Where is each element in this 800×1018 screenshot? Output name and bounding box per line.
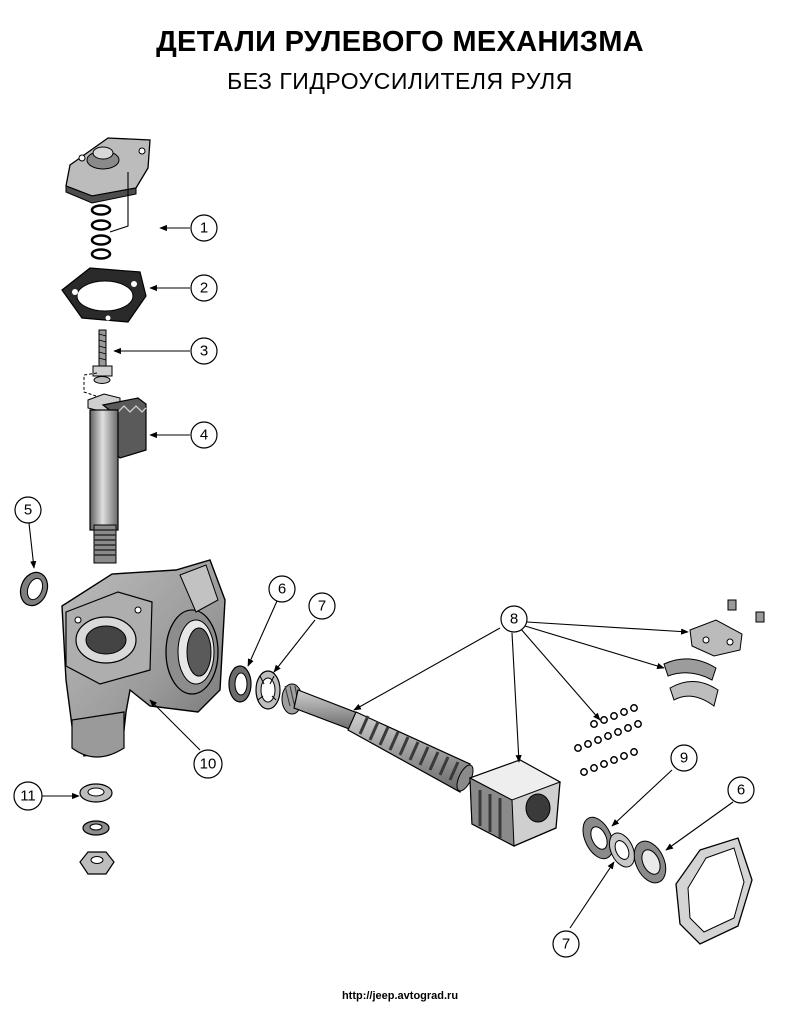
leader-5: [28, 522, 37, 569]
sector-shaft-part: [87, 393, 147, 564]
callout-8: 8: [500, 605, 528, 633]
gear-housing-part: [61, 559, 226, 758]
callout-1-label: 1: [200, 220, 208, 237]
leader-lines: [28, 224, 734, 929]
leader-7-right: [569, 861, 615, 929]
callout-6-right: 6: [727, 776, 755, 804]
bearing-cup-right-part: [582, 816, 614, 860]
side-cover-part: [65, 137, 151, 233]
callout-7-left-label: 7: [318, 598, 326, 615]
leader-8-clamp: [526, 621, 689, 635]
callout-1: 1: [190, 214, 218, 242]
page-title: ДЕТАЛИ РУЛЕВОГО МЕХАНИЗМА: [156, 26, 644, 58]
callout-7-left: 7: [308, 592, 336, 620]
recirculating-balls-part: [574, 704, 642, 776]
callout-7-right-label: 7: [562, 936, 570, 953]
leader-10: [149, 699, 201, 751]
leader-9: [611, 769, 673, 827]
callout-11: 11: [13, 781, 43, 811]
callout-5: 5: [14, 496, 42, 524]
callout-2-label: 2: [200, 280, 208, 297]
callout-11-label: 11: [20, 788, 36, 805]
adjusting-screw-part: [83, 329, 113, 397]
leader-7-left: [273, 619, 316, 673]
callout-9: 9: [670, 744, 698, 772]
leader-6-right: [665, 801, 734, 851]
callout-4-label: 4: [200, 427, 208, 444]
callout-3: 3: [190, 337, 218, 365]
adjuster-plug-locknut-part: [675, 837, 753, 945]
worm-seal-right-part: [633, 840, 667, 884]
worm-shaft-part: [281, 683, 474, 793]
callout-8-label: 8: [510, 611, 518, 628]
worm-bearing-left-part: [255, 670, 281, 710]
callout-6-right-label: 6: [737, 782, 745, 799]
adjuster-washers-part: [90, 204, 112, 260]
pitman-washer-part: [79, 783, 113, 803]
callout-10: 10: [193, 749, 223, 779]
worm-seal-left-part: [228, 665, 252, 703]
leader-8-balls: [519, 627, 601, 721]
callout-6-left-label: 6: [278, 581, 286, 598]
callout-7-right: 7: [552, 930, 580, 958]
callout-9-label: 9: [680, 750, 688, 767]
callout-5-label: 5: [24, 502, 32, 519]
ball-guide-clamp-part: [689, 599, 765, 657]
pitman-lock-washer-part: [82, 820, 110, 836]
callout-2: 2: [190, 274, 218, 302]
leader-8-nut: [511, 632, 522, 763]
shaft-seal-part: [19, 571, 49, 607]
pitman-nut-part: [79, 851, 115, 875]
ball-nut-part: [468, 759, 562, 847]
callout-6-left: 6: [268, 575, 296, 603]
page-subtitle: БЕЗ ГИДРОУСИЛИТЕЛЯ РУЛЯ: [227, 68, 573, 94]
bearing-right-part: [608, 832, 636, 868]
leader-6-left: [247, 600, 278, 667]
callout-4: 4: [190, 421, 218, 449]
callout-10-label: 10: [200, 756, 217, 773]
leader-8-guides: [524, 625, 665, 669]
leader-8-worm: [353, 627, 501, 711]
ball-guides-part: [663, 658, 719, 707]
source-url: http://jeep.avtograd.ru: [341, 990, 459, 1002]
gasket-part: [61, 267, 147, 323]
callout-3-label: 3: [200, 343, 208, 360]
